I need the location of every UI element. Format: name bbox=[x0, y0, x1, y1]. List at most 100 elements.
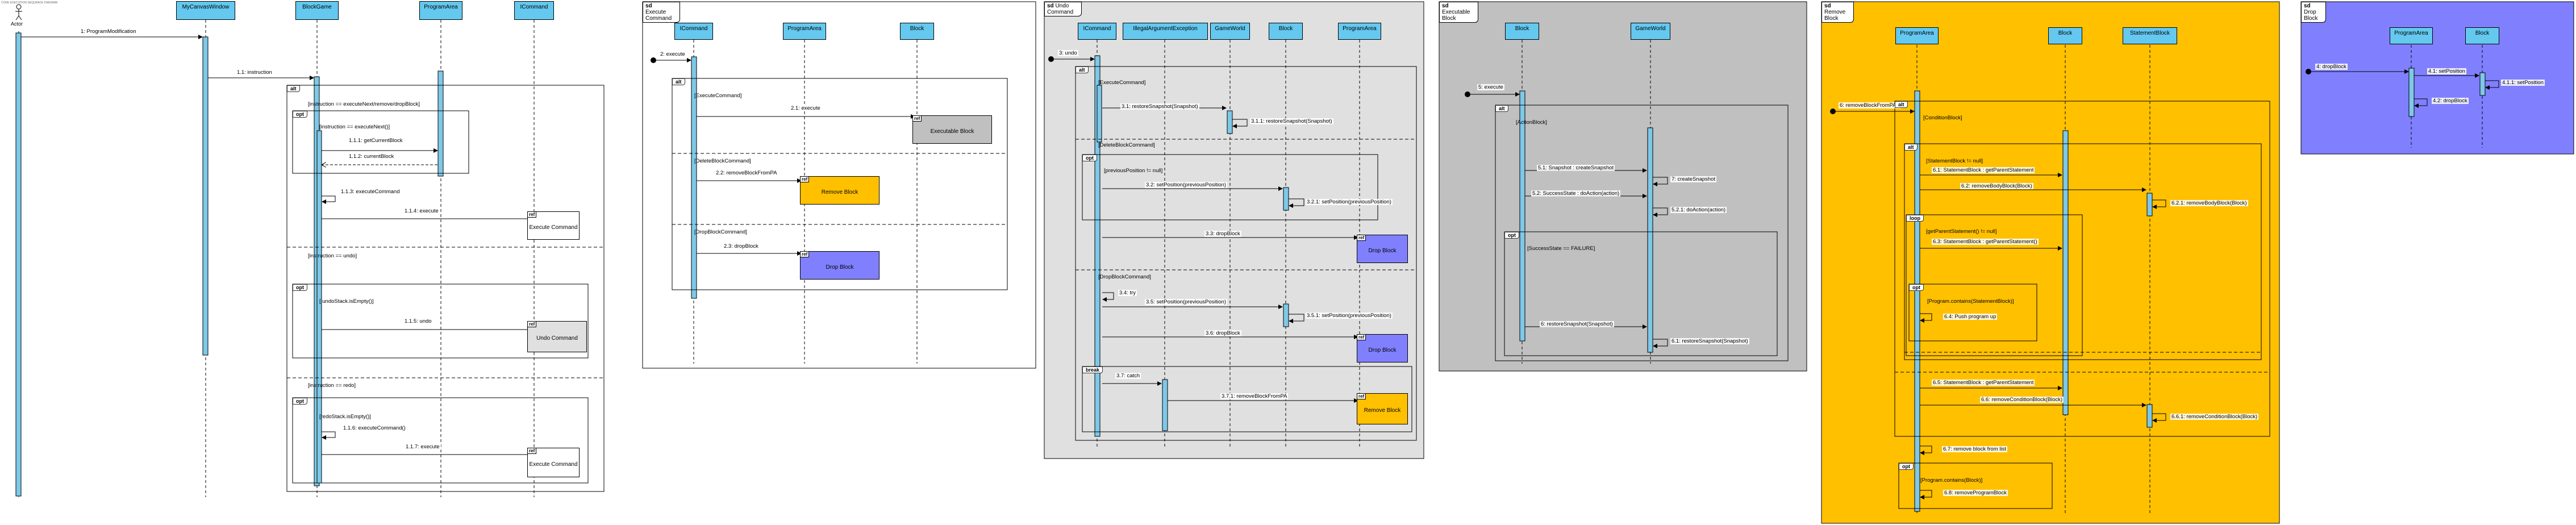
lifeline-icommand: ICommand bbox=[674, 23, 713, 40]
message-label: 6.6.1: removeConditionBlock(Block) bbox=[2170, 414, 2259, 420]
message-label: 1: ProgramModification bbox=[80, 28, 137, 35]
message-label: 6: restoreSnapshot(Snapshot) bbox=[1540, 321, 1614, 327]
message-label: 2: execute bbox=[659, 51, 686, 57]
guard-label: [DropBlockCommand] bbox=[1098, 274, 1151, 280]
message-label: 5.2.1: doAction(action) bbox=[1670, 207, 1727, 213]
message-label: 3.2.1: setPosition(previousPosition) bbox=[1306, 199, 1393, 205]
message-label: 6.2: removeBodyBlock(Block) bbox=[1960, 183, 2033, 189]
message-label: 6.1: restoreSnapshot(Snapshot) bbox=[1670, 338, 1749, 344]
lifeline-mycanvaswindow: MyCanvasWindow bbox=[176, 1, 235, 20]
frame-tag: opt bbox=[293, 284, 307, 291]
lifeline-gameworld: GameWorld bbox=[1631, 23, 1670, 40]
message-label: 3.5.1: setPosition(previousPosition) bbox=[1306, 312, 1393, 319]
message-label: 1.1: instruction bbox=[236, 69, 273, 76]
message-label: 6.6: removeConditionBlock(Block) bbox=[1980, 397, 2064, 403]
guard-label: [ExecuteCommand] bbox=[1098, 80, 1146, 86]
message-label: 6.7: remove block from list bbox=[1942, 446, 2007, 452]
guard-label: [redoStack.isEmpty()] bbox=[319, 414, 371, 420]
lifeline-icommand: ICommand bbox=[1078, 23, 1116, 40]
lifeline-illegalargumentexception: IllegalArgumentException bbox=[1123, 23, 1208, 40]
sd-title-drop-block: Drop Block bbox=[2304, 9, 2318, 22]
lifeline-block: Block bbox=[1505, 23, 1539, 40]
lifeline-block: Block bbox=[2048, 27, 2082, 44]
guard-label: [StatementBlock != null] bbox=[1926, 158, 1983, 164]
guard-label: [ActionBlock] bbox=[1516, 119, 1547, 126]
message-label: 1.1.5: undo bbox=[403, 318, 433, 324]
guard-label: [instruction == executeNext/remove/dropB… bbox=[308, 101, 420, 107]
message-label: 3: undo bbox=[1058, 50, 1078, 56]
top-note: CODE EXECUTION SEQUENCE DIAGRAM bbox=[1, 1, 58, 5]
message-label: 4.2: dropBlock bbox=[2432, 98, 2469, 104]
message-label: 3.7: catch bbox=[1115, 373, 1141, 379]
guard-label: [Program.contains(Block)] bbox=[1920, 477, 1983, 484]
lifeline-block: Block bbox=[1269, 23, 1303, 40]
message-label: 6.3: StatementBlock : getParentStatement… bbox=[1932, 239, 2039, 245]
message-label: 1.1.6: executeCommand() bbox=[342, 425, 407, 431]
message-label: 4: dropBlock bbox=[2315, 64, 2348, 70]
guard-label: [!undoStack.isEmpty()] bbox=[319, 298, 374, 305]
frame-tag: opt bbox=[1504, 232, 1519, 239]
frame-tag: alt bbox=[1495, 105, 1508, 112]
message-label: 3.2: setPosition(previousPosition) bbox=[1145, 182, 1227, 188]
frame-tag: opt bbox=[1082, 155, 1097, 161]
lifeline-programarea: ProgramArea bbox=[419, 1, 462, 20]
frame-tag: break bbox=[1082, 366, 1103, 373]
message-label: 2.3: dropBlock bbox=[723, 243, 760, 249]
message-label: 3.6: dropBlock bbox=[1204, 330, 1241, 336]
frame-tag: opt bbox=[293, 398, 307, 405]
message-label: 3.3: dropBlock bbox=[1204, 231, 1241, 237]
lifeline-block: Block bbox=[2465, 27, 2499, 44]
frame-tag: alt bbox=[1895, 101, 1908, 108]
guard-label: [DropBlockCommand] bbox=[694, 229, 747, 235]
message-label: 5.1: Snapshot : createSnapshot bbox=[1537, 165, 1615, 171]
guard-label: [getParentStatement() != null] bbox=[1926, 228, 1997, 235]
sd-title-executable-block: Executable Block bbox=[1442, 9, 1470, 22]
frame-tag: alt bbox=[287, 85, 300, 92]
lifeline-icommand: ICommand bbox=[514, 1, 554, 20]
lifeline-gameworld: GameWorld bbox=[1210, 23, 1250, 40]
frame-tag: loop bbox=[1906, 215, 1924, 222]
message-label: 6.1: StatementBlock : getParentStatement bbox=[1932, 167, 2035, 173]
lifeline-programarea: ProgramArea bbox=[783, 23, 826, 40]
message-label: 1.1.2: currentBlock bbox=[348, 153, 395, 160]
lifeline-blockgame: BlockGame bbox=[295, 1, 339, 20]
guard-label: [ExecuteCommand] bbox=[694, 93, 742, 99]
frame-tag: opt bbox=[1899, 463, 1914, 470]
lifeline-block: Block bbox=[900, 23, 934, 40]
guard-label: [ConditionBlock] bbox=[1923, 115, 1962, 121]
actor-label: Actor bbox=[11, 21, 23, 27]
frame-tag: opt bbox=[293, 111, 307, 118]
guard-label: [instruction == executeNext()] bbox=[319, 124, 390, 130]
guard-label: [previousPosition != null] bbox=[1104, 168, 1163, 174]
guard-label: [instruction == undo] bbox=[308, 253, 357, 259]
message-label: 6: removeBlockFromPA() bbox=[1839, 102, 1901, 109]
message-label: 6.4: Push program up bbox=[1943, 314, 1998, 320]
message-label: 1.1.3: executeCommand bbox=[340, 189, 401, 195]
sd-title-remove-block: Remove Block bbox=[1824, 9, 1846, 22]
sd-title-undo-command: Undo Command bbox=[1047, 3, 1074, 15]
message-label: 4.1: setPosition bbox=[2427, 68, 2466, 74]
message-label: 1.1.1: getCurrentBlock bbox=[348, 138, 404, 144]
sd-title-execute-command: Execute Command bbox=[645, 9, 672, 22]
message-label: 3.1.1: restoreSnapshot(Snapshot) bbox=[1250, 118, 1333, 124]
guard-label: [instruction == redo] bbox=[308, 382, 356, 389]
message-label: 3.5: setPosition(previousPosition) bbox=[1145, 299, 1227, 305]
frame-tag: alt bbox=[672, 78, 685, 85]
message-label: 2.2: removeBlockFromPA bbox=[715, 170, 778, 176]
lifeline-programarea: ProgramArea bbox=[1338, 23, 1381, 40]
message-label: 5.2: SuccessState : doAction(action) bbox=[1531, 190, 1621, 197]
guard-label: [DeleteBlockCommand] bbox=[694, 158, 751, 164]
actor-figure bbox=[15, 4, 22, 20]
guard-label: [DeleteBlockCommand] bbox=[1098, 142, 1155, 148]
message-label: 6.5: StatementBlock : getParentStatement bbox=[1932, 380, 2035, 386]
frame-tag: alt bbox=[1904, 144, 1918, 151]
